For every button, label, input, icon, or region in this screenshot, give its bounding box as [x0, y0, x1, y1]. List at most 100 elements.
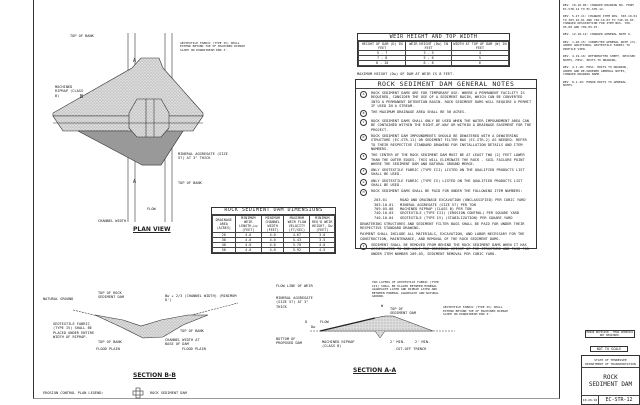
label-bb-top-bank: TOP OF BANK — [180, 329, 204, 333]
note-item: D ROCK SEDIMENT DAM IMPOUNDMENTS SHOULD B… — [360, 134, 532, 151]
note-text: ONLY GEOTEXTILE FABRIC (TYPE III) LISTED… — [371, 168, 527, 177]
label-d: D — [305, 320, 308, 324]
weir-table-title: WEIR HEIGHT AND TOP WIDTH — [358, 34, 509, 41]
label-aa-riprap: MACHINED RIPRAP (CLASS B) — [322, 340, 357, 349]
revision-entry: REV. 10-16-06: CHANGED DRAWING NO. FROM … — [563, 3, 636, 11]
aggregate-area — [77, 130, 184, 166]
note-number: G — [360, 178, 367, 186]
section-aa-drawing — [310, 315, 455, 339]
note-number: B — [360, 110, 367, 118]
note-item: F ONLY GEOTEXTILE FABRIC (TYPE III) LISTE… — [360, 168, 532, 177]
label-top-dam: TOP OF SEDIMENT DAM — [390, 307, 416, 316]
dims-header: MAXIMUM WEIR FLOW VELOCITY (FT/SEC) — [283, 214, 311, 233]
legend-symbol — [132, 387, 144, 399]
dimensions-table-title: ROCK SEDIMENT DAM DIMENSIONS — [212, 207, 335, 215]
weir-header: HEIGHT OF DAM (D) IN FEET — [357, 41, 407, 51]
table-cell: 4.0 — [260, 246, 285, 253]
note-number: E — [360, 153, 367, 161]
note-number: H — [360, 189, 367, 197]
drawing-title-2: SEDIMENT DAM — [588, 380, 633, 388]
notes-para-1: DEWATERING STRUCTURES AND SEDIMENT FILTE… — [360, 221, 527, 231]
dims-header: MINIMUM WEIR LENGTH,Lw (FEET) — [234, 214, 262, 233]
department-name: DEPARTMENT OF TRANSPORTATION — [582, 362, 639, 368]
label-channel-width: CHANNEL WIDTH — [98, 219, 127, 223]
revision-list: REV. 10-16-06: CHANGED DRAWING NO. FROM … — [563, 3, 639, 92]
revision-entry: REV. 8-1-19: MINOR EDITS TO GENERAL NOTE… — [563, 79, 629, 87]
label-plan-geotextile: GEOTEXTILE FABRIC (TYPE IV) SHALL EXTEND… — [180, 41, 247, 52]
revision-entry: REV. 5-27-11: CHANGED ITEM NOS. 303-10.0… — [563, 14, 639, 29]
weir-header: WEIR HEIGHT (Dw) IN FEET — [405, 41, 452, 51]
not-to-scale: NOT TO SCALE — [590, 346, 628, 352]
state-name: STATE OF TENNESSEE — [594, 358, 627, 362]
weir-header: WIDTH AT TOP OF DAM (W) IN FEET — [450, 41, 510, 51]
dims-header: MINIMUM CHANNEL WIDTH (FEET) — [260, 214, 285, 233]
label-flow: FLOW — [147, 207, 156, 211]
note-text: ROCK SEDIMENT DAMS SHALL BE PAID FOR UND… — [371, 189, 523, 194]
label-dw: Dw — [311, 325, 316, 329]
table-cell: 5.92 — [283, 246, 311, 253]
notes-para-2: PAYMENT SHALL INCLUDE ALL MATERIALS, EXC… — [360, 232, 527, 241]
notes-title: ROCK SEDIMENT DAM GENERAL NOTES — [356, 80, 536, 89]
label-aa-aggregate: MINERAL AGGREGATE (SIZE 57) AT 3" THICK — [276, 296, 315, 309]
label-aa-flow: FLOW — [320, 320, 329, 324]
label-w: W — [381, 304, 384, 308]
label-plan-aggregate: MINERAL AGGREGATE (SIZE 57) AT 3" THICK — [178, 152, 230, 161]
label-two-layers: TWO LAYERS OF GEOTEXTILE FABRIC (TYPE II… — [372, 280, 441, 298]
dims-header: DRAINAGE AREA (ACRES) — [212, 214, 236, 233]
plan-view-drawing — [52, 33, 204, 222]
note-text: ROCK SEDIMENT DAMS ARE FOR TEMPORARY USE… — [371, 91, 534, 108]
table-cell: 4.0 — [234, 246, 262, 253]
note-text: ROCK SEDIMENT DAMS SHALL ONLY BE USED WH… — [371, 119, 534, 132]
label-plan-riprap: MACHINED RIPRAP (CLASS B) — [55, 85, 86, 98]
label-natural-ground: NATURAL GROUND — [43, 297, 74, 301]
label-channel-base: CHANNEL WIDTH AT BASE OF DAM — [165, 338, 202, 347]
revision-entry: REV. 4-1-18: MISC. EDITS TO DRAWING, ADD… — [563, 65, 630, 76]
label-aa-geotextile: GEOTEXTILE FABRIC (TYPE IV) SHALL EXTEND… — [443, 305, 510, 316]
section-aa-title: SECTION A-A — [353, 367, 397, 374]
label-flow-line: FLOW LINE OF WEIR — [276, 284, 313, 288]
drawing-graphics — [52, 33, 239, 399]
legend-item: ROCK SEDIMENT DAM — [150, 391, 187, 395]
drawing-title-1: ROCK — [603, 373, 618, 381]
note-text: ROCK SEDIMENT DAM IMPOUNDMENTS SHOULD BE… — [371, 134, 529, 151]
note-item: H ROCK SEDIMENT DAMS SHALL BE PAID FOR UN… — [360, 189, 532, 197]
weir-table: WEIR HEIGHT AND TOP WIDTH HEIGHT OF DAM … — [357, 33, 510, 67]
table-cell: 4.5 — [309, 246, 335, 253]
label-bottom: BOTTOM OF PROPOSED DAM — [276, 337, 302, 346]
label-top-rock-dam: TOP OF ROCK SEDIMENT DAM — [98, 291, 124, 300]
note-text: THE CENTER OF THE ROCK SEDIMENT DAM MUST… — [371, 153, 527, 166]
label-bb-geotextile: GEOTEXTILE FABRIC (TYPE IV) SHALL BE PLA… — [53, 322, 97, 339]
section-marker-a: A — [133, 58, 137, 64]
section-marker-b: B — [80, 94, 84, 100]
note-number: F — [360, 168, 367, 176]
section-marker-a-2: A — [133, 179, 137, 185]
revision-entry: REV. 1-20-15: CORRECTED GENERAL NOTE (H)… — [563, 39, 639, 51]
label-min-2: 2' MIN. — [415, 340, 431, 344]
note-item: E THE CENTER OF THE ROCK SEDIMENT DAM MUS… — [360, 153, 532, 166]
note-number: D — [360, 134, 367, 142]
drawing-date: 10-26-92 — [582, 396, 599, 404]
drawing-number: EC-STR-12 — [605, 397, 633, 403]
dims-header: MINIMUM REQ'D WEIR HEIGHT, Dw (FEET) — [309, 214, 335, 233]
title-block: STATE OF TENNESSEE DEPARTMENT OF TRANSPO… — [581, 355, 640, 405]
minor-revision-box: MINOR REVISION - FHWA APPROVAL NOT REQUI… — [585, 330, 635, 338]
label-top-of-bank-2: TOP OF BANK — [178, 181, 202, 185]
label-cutoff: CUT-OFF TRENCH — [396, 347, 427, 351]
label-bw: Bw + 2/3 (CHANNEL WIDTH) (MINIMUM 8') — [165, 294, 239, 303]
dimensions-table: ROCK SEDIMENT DAM DIMENSIONS DRAINAGE AR… — [211, 207, 336, 254]
label-flood-plain-right: FLOOD PLAIN — [182, 347, 206, 351]
plan-view-title: PLAN VIEW — [133, 226, 171, 233]
label-min-1: 2' MIN. — [390, 340, 406, 344]
label-top-of-bank: TOP OF BANK — [70, 34, 94, 38]
